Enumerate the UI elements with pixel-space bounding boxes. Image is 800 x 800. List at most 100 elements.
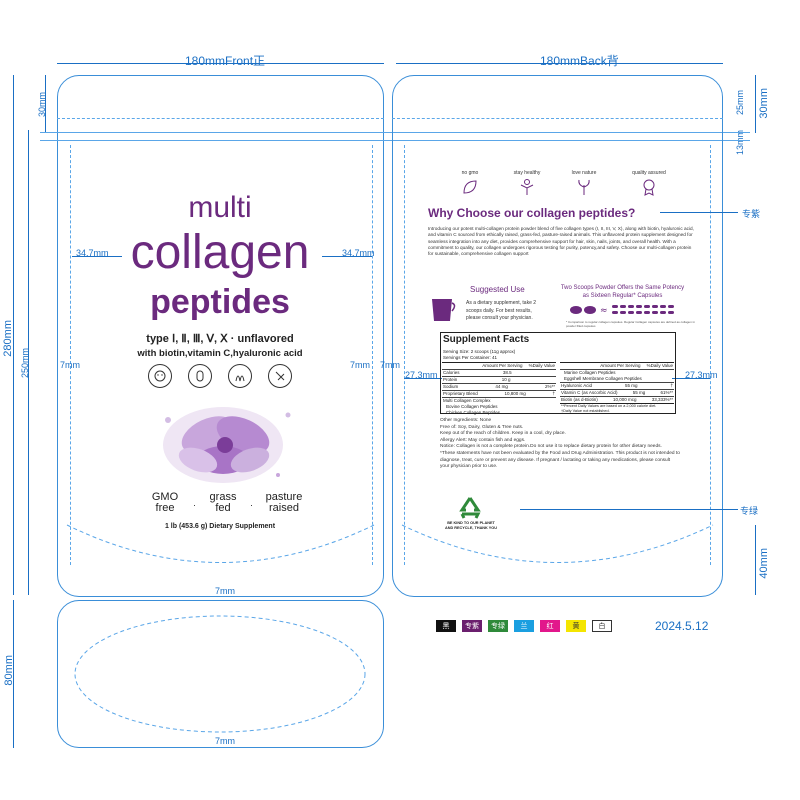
facts-row-name: Bovine Collagen Peptides — [446, 404, 498, 409]
title-collagen: collagen — [130, 226, 310, 279]
facts-left-header-amount: Amount Per Serving — [482, 363, 523, 368]
net-weight: 1 lb (453.6 g) Dietary Supplement — [164, 523, 276, 530]
print-date: 2024.5.12 — [655, 619, 709, 633]
facts-row-bovine: Bovine Collagen Peptides — [442, 404, 556, 410]
swatch-red: 红 — [540, 620, 560, 632]
back-margin-right — [710, 145, 711, 565]
facts-row-name: Proprietary Blend — [443, 391, 478, 396]
front-margin-right — [372, 145, 373, 565]
icon-stay-healthy-label: stay healthy — [513, 170, 541, 176]
facts-row-name: Eggshell Membrane Collagen Peptides — [564, 376, 642, 381]
back-seal-line — [392, 118, 723, 119]
back-27b-line — [672, 378, 710, 379]
front-34-line — [72, 256, 122, 257]
badge-grass-line2: fed — [215, 502, 231, 514]
badge-dot-2: · — [250, 500, 253, 510]
badge-pasture-line2: raised — [269, 502, 299, 514]
facts-left-header-dv: %Daily Value — [528, 363, 555, 368]
badge-dot-1: · — [193, 500, 196, 510]
facts-row-name: Biotin (as d-Biotin) — [561, 397, 598, 402]
front-bottom-7-label: 7mm — [215, 586, 235, 596]
facts-title-text: Supplement Facts — [443, 334, 530, 345]
badge-gmo-free: GMO free — [140, 492, 190, 514]
swatch-purple: 专紫 — [462, 620, 482, 632]
front-34b-label: 34.7mm — [342, 248, 375, 258]
notice: Notice: Collagen is not a complete prote… — [440, 444, 662, 450]
back-bottom-arc — [401, 524, 714, 563]
facts-footnote-1: **Percent Daily Values are based on a 2,… — [561, 404, 657, 408]
icon-stay-healthy: stay healthy — [507, 170, 547, 202]
top-13-label: 13mm — [735, 130, 745, 156]
facts-serving-size: Serving Size: 2 scoops (11g approx) — [443, 349, 516, 354]
flower-illustration — [163, 407, 291, 483]
facts-right-column: Amount Per Serving %Daily Value Marine C… — [560, 362, 674, 414]
swatch-white: 白 — [592, 620, 612, 632]
free-of: Free of: Soy, Dairy, Gluten & Tree nuts. — [440, 424, 524, 430]
award-icon — [643, 179, 655, 196]
facts-row-dv: † — [552, 391, 555, 396]
facts-footnote-2: †Daily Value not established. — [561, 409, 610, 413]
front-width-line — [57, 63, 384, 64]
height-250-line — [28, 130, 29, 595]
facts-row-dv: 33,333%** — [651, 397, 673, 402]
leaf-icon — [463, 179, 477, 194]
facts-servings: Servings Per Container: 41 — [443, 355, 498, 360]
facts-row-name: Marine Collagen Peptides — [564, 370, 616, 375]
recycle-icon — [459, 497, 481, 519]
facts-row-amount: 55 mg — [632, 390, 646, 395]
facts-row-amount: 44 mg — [495, 384, 508, 389]
storage: Keep out of the reach of children. Keep … — [440, 431, 566, 437]
front-margin-7-left-label: 7mm — [60, 360, 80, 370]
back-margin-left — [404, 145, 405, 565]
facts-row-name: Protein — [443, 377, 458, 382]
bottom-80-label: 80mm — [3, 655, 15, 686]
icon-quality-assured-label: quality assured — [632, 170, 666, 176]
front-width-label: 180mmFront正 — [185, 54, 266, 68]
recycle-text: BE KIND TO OUR PLANET AND RECYCLE, THANK… — [436, 521, 506, 531]
back-margin-7-label: 7mm — [380, 360, 400, 370]
front-panel — [57, 75, 384, 597]
facts-right-header: Amount Per Serving %Daily Value — [560, 362, 674, 370]
facts-row-amount: 10 g — [501, 377, 511, 382]
recycle-text-1: BE KIND TO OUR PLANET — [447, 521, 495, 525]
nail-icon — [188, 364, 212, 388]
facts-row-amount: 55 mg — [624, 383, 638, 388]
facts-right-header-amount: Amount Per Serving — [600, 363, 641, 368]
gusset-7-label: 7mm — [215, 736, 235, 746]
back-width-line — [396, 63, 723, 64]
swatch-blue: 兰 — [514, 620, 534, 632]
swatch-green: 专绿 — [488, 620, 508, 632]
badge-pasture-raised: pasture raised — [254, 492, 314, 514]
facts-row-name: Vitamin C (as Ascorbic Acid) — [561, 390, 618, 395]
bottom-40-line — [755, 525, 756, 595]
two-scoops-note: * Comparison to regular collagen capsule… — [566, 320, 695, 328]
back-width-label: 180mmBack背 — [540, 54, 619, 68]
icon-quality-assured: quality assured — [624, 170, 674, 202]
swatch-black: 黑 — [436, 620, 456, 632]
two-scoops-title: Two Scoops Powder Offers the Same Potenc… — [560, 285, 685, 299]
facts-row-chicken: Chicken Collagen Peptides — [442, 410, 556, 416]
back-panel — [392, 75, 723, 597]
suggested-use-title: Suggested Use — [470, 285, 525, 294]
bottom-80-line — [13, 600, 14, 748]
front-34-label: 34.7mm — [76, 248, 109, 258]
top-30-left-line — [45, 75, 46, 133]
bottom-40-label: 40mm — [758, 548, 770, 579]
icon-no-gmo-label: no gmo — [461, 170, 479, 176]
facts-row-complex: Multi Collagen Complex — [442, 398, 556, 404]
swatch-yellow: 黄 — [566, 620, 586, 632]
front-margin-7-label: 7mm — [350, 360, 370, 370]
heading-note: 专紫 — [742, 209, 761, 219]
why-choose-heading: Why Choose our collagen peptides? — [428, 206, 636, 220]
zipper-line-2 — [40, 140, 750, 141]
icon-no-gmo: no gmo — [452, 170, 488, 202]
back-27b-label: 27.3mm — [685, 370, 718, 380]
height-280-line — [13, 75, 14, 595]
zipper-line-1 — [40, 132, 750, 133]
scoops-capsules-graphic: ≈ — [570, 305, 674, 316]
icon-love-nature-label: love nature — [571, 170, 597, 176]
